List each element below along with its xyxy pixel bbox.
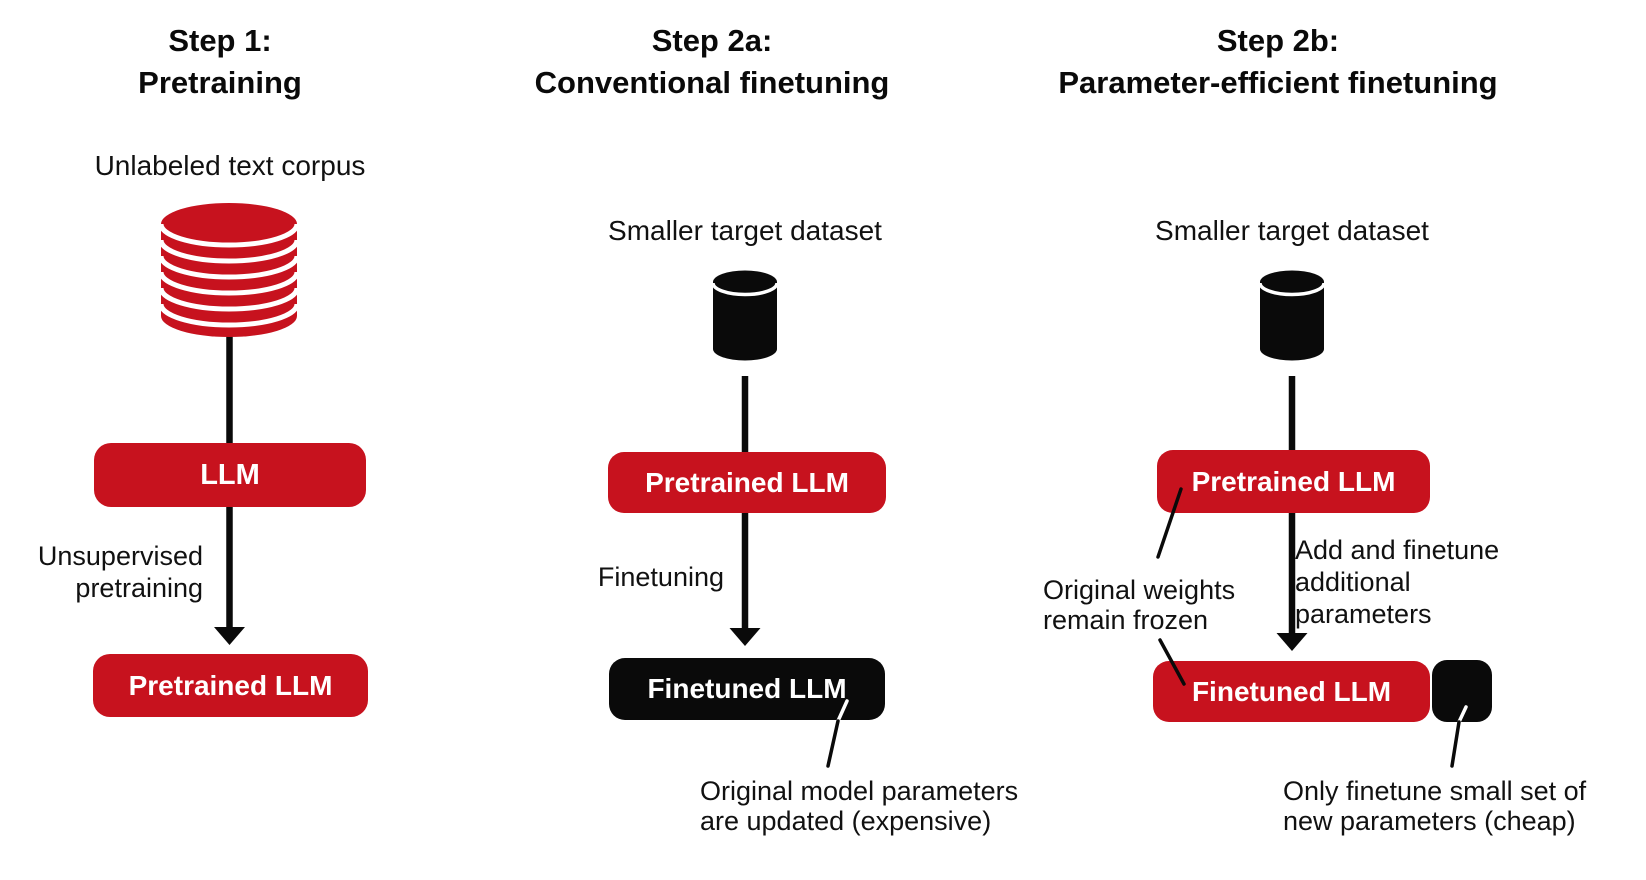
cheap-note: Only finetune small set of new parameter… — [1283, 776, 1587, 836]
pretrained-llm-box-col1: Pretrained LLM — [93, 654, 368, 717]
new-parameters-block — [1432, 660, 1492, 722]
step2b-title-line1: Step 2b: — [1216, 23, 1340, 58]
pretrained-llm-box-col2: Pretrained LLM — [608, 452, 886, 513]
col2-finetuning-arrow — [729, 512, 761, 646]
smaller-dataset-label-col2: Smaller target dataset — [608, 215, 882, 246]
add-finetune-params-label: Add and finetune additional parameters — [1295, 535, 1500, 629]
pretrained-llm-label-col2: Pretrained LLM — [645, 466, 849, 498]
step2a-title-line1: Step 2a: — [651, 23, 773, 58]
step1-title: Step 1: Pretraining — [20, 20, 420, 104]
finetuned-llm-box-col3: Finetuned LLM — [1153, 661, 1430, 722]
smaller-dataset-label-col3: Smaller target dataset — [1155, 215, 1429, 246]
database-icon-col2 — [711, 270, 779, 361]
finetuned-llm-label-col3: Finetuned LLM — [1191, 675, 1392, 707]
unsupervised-pretraining-label: Unsupervised pretraining — [37, 541, 203, 603]
col1-llm-to-pretrained-arrow — [214, 507, 245, 645]
step2a-title: Step 2a: Conventional finetuning — [462, 20, 962, 104]
llm-box-label: LLM — [200, 458, 260, 491]
database-stack-icon — [159, 203, 299, 337]
finetuning-label: Finetuning — [597, 562, 724, 592]
step2b-title-line2: Parameter-efficient finetuning — [1058, 65, 1498, 100]
updated-expensive-note: Original model parameters are updated (e… — [700, 776, 1019, 836]
database-icon-col3 — [1258, 270, 1326, 361]
pretrained-llm-label-col1: Pretrained LLM — [128, 669, 333, 701]
pretrained-llm-label-col3: Pretrained LLM — [1191, 465, 1396, 497]
unlabeled-corpus-label: Unlabeled text corpus — [94, 150, 366, 181]
finetuned-llm-box-col2: Finetuned LLM — [609, 658, 885, 720]
step1-title-line1: Step 1: — [168, 23, 272, 58]
step2b-title: Step 2b: Parameter-efficient finetuning — [976, 20, 1580, 104]
step2a-title-line2: Conventional finetuning — [534, 65, 890, 100]
llm-box: LLM — [94, 443, 366, 507]
finetuned-llm-label-col2: Finetuned LLM — [647, 673, 847, 704]
pretrained-llm-box-col3: Pretrained LLM — [1157, 450, 1430, 513]
step1-title-line2: Pretraining — [138, 65, 302, 100]
weights-frozen-note: Original weights remain frozen — [1043, 575, 1236, 635]
